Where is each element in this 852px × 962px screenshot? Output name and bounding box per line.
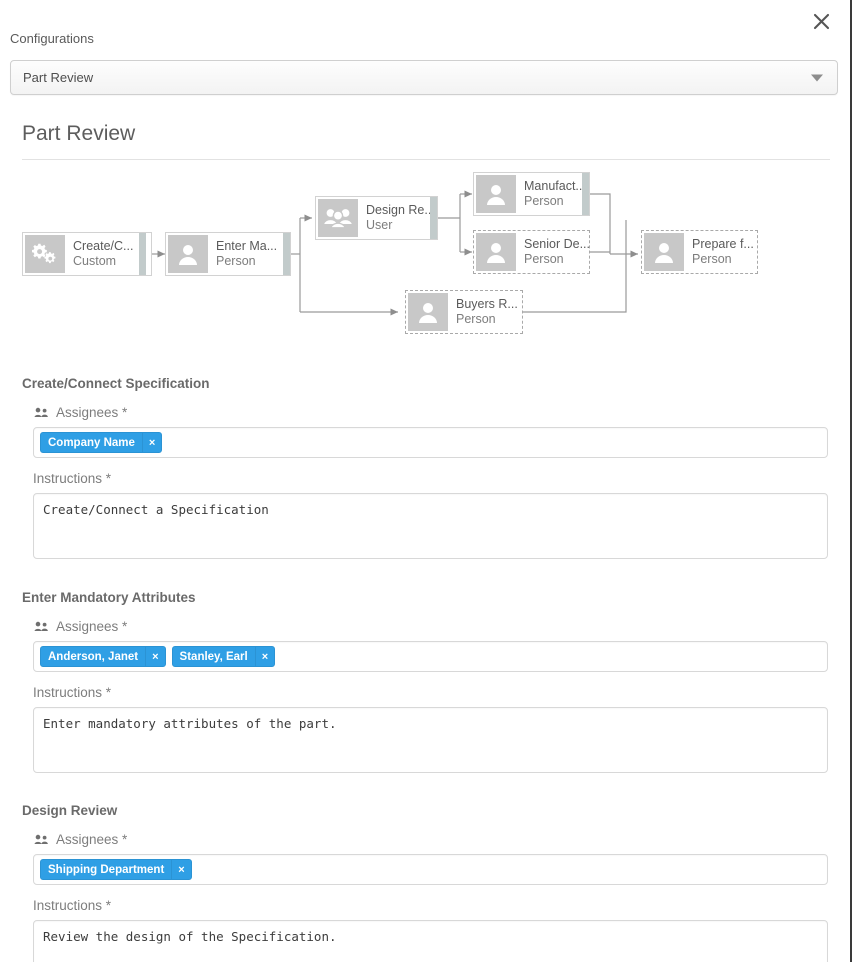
- assignees-label-row: Assignees *: [34, 405, 850, 420]
- assignees-label: Assignees *: [56, 405, 128, 420]
- instructions-textarea[interactable]: Create/Connect a Specification: [33, 493, 828, 559]
- configuration-select[interactable]: Part Review: [10, 60, 838, 95]
- assignee-tag-label: Anderson, Janet: [48, 650, 139, 663]
- person-icon: [168, 235, 208, 273]
- assignee-tag[interactable]: Stanley, Earl ×: [171, 646, 276, 667]
- close-icon[interactable]: [808, 8, 834, 34]
- assignees-label-row: Assignees *: [34, 832, 850, 847]
- workflow-node-prepare-for[interactable]: Prepare f... Person: [641, 230, 758, 274]
- section-design-review: Design Review Assignees * Shipping Depar…: [0, 803, 850, 962]
- gears-icon: [25, 235, 65, 273]
- section-enter-mandatory-attributes: Enter Mandatory Attributes Assignees * A…: [0, 590, 850, 773]
- people-icon: [34, 621, 49, 633]
- configuration-selected-value: Part Review: [23, 70, 94, 85]
- configurations-label: Configurations: [10, 31, 94, 46]
- assignee-tag-label: Company Name: [48, 436, 135, 449]
- section-title: Enter Mandatory Attributes: [22, 590, 196, 605]
- node-type: Custom: [73, 254, 117, 268]
- chevron-down-icon: [811, 74, 823, 81]
- node-accent-bar: [283, 233, 290, 275]
- assignee-tag[interactable]: Company Name ×: [40, 432, 163, 453]
- section-title: Create/Connect Specification: [22, 376, 210, 391]
- instructions-textarea[interactable]: Enter mandatory attributes of the part.: [33, 707, 828, 773]
- node-name: Create/C...: [73, 239, 134, 253]
- assignees-label: Assignees *: [56, 832, 128, 847]
- page-title: Part Review: [22, 122, 136, 145]
- node-type: Person: [524, 194, 564, 208]
- node-type: Person: [692, 252, 732, 266]
- section-title: Design Review: [22, 803, 118, 818]
- person-icon: [408, 293, 448, 331]
- node-name: Senior De...: [524, 237, 589, 251]
- section-create-connect-specification: Create/Connect Specification Assignees *…: [0, 376, 850, 559]
- workflow-node-enter-mandatory[interactable]: Enter Ma... Person: [165, 232, 291, 276]
- assignee-tag-remove-icon[interactable]: ×: [254, 647, 275, 666]
- assignee-tag-remove-icon[interactable]: ×: [145, 647, 165, 666]
- assignees-input[interactable]: Company Name ×: [33, 427, 828, 458]
- node-type: User: [366, 218, 393, 232]
- title-divider: [22, 159, 830, 160]
- workflow-node-create-connect[interactable]: Create/C... Custom: [22, 232, 152, 276]
- assignees-input[interactable]: Anderson, Janet × Stanley, Earl ×: [33, 641, 828, 672]
- assignee-tag-label: Shipping Department: [48, 863, 165, 876]
- node-name: Buyers R...: [456, 297, 518, 311]
- workflow-node-design-review[interactable]: Design Re... User: [315, 196, 438, 240]
- person-icon: [476, 175, 516, 213]
- node-type: Person: [456, 312, 496, 326]
- node-accent-bar: [430, 197, 437, 239]
- instructions-textarea[interactable]: Review the design of the Specification.: [33, 920, 828, 962]
- group-icon: [318, 199, 358, 237]
- people-icon: [34, 834, 49, 846]
- assignees-label-row: Assignees *: [34, 619, 850, 634]
- assignee-tag-remove-icon[interactable]: ×: [171, 860, 191, 879]
- assignees-input[interactable]: Shipping Department ×: [33, 854, 828, 885]
- node-accent-bar: [139, 233, 147, 275]
- workflow-diagram: Create/C... Custom Enter Ma... Person: [0, 160, 850, 360]
- node-type: Person: [524, 252, 564, 266]
- instructions-label: Instructions *: [33, 898, 112, 913]
- instructions-label: Instructions *: [33, 471, 112, 486]
- assignee-tag[interactable]: Shipping Department ×: [40, 859, 192, 880]
- node-type: Person: [216, 254, 256, 268]
- workflow-node-buyers-review[interactable]: Buyers R... Person: [405, 290, 523, 334]
- assignee-tag-label: Stanley, Earl: [179, 650, 248, 663]
- instructions-label: Instructions *: [33, 685, 112, 700]
- workflow-node-senior-designer[interactable]: Senior De... Person: [473, 230, 590, 274]
- node-name: Manufact...: [524, 179, 582, 193]
- people-icon: [34, 407, 49, 419]
- assignee-tag-remove-icon[interactable]: ×: [141, 433, 162, 452]
- person-icon: [644, 233, 684, 271]
- node-name: Enter Ma...: [216, 239, 278, 253]
- node-accent-bar: [582, 173, 589, 215]
- node-name: Prepare f...: [692, 237, 754, 251]
- assignees-label: Assignees *: [56, 619, 128, 634]
- person-icon: [476, 233, 516, 271]
- node-name: Design Re...: [366, 203, 430, 217]
- workflow-node-manufacturing[interactable]: Manufact... Person: [473, 172, 590, 216]
- assignee-tag[interactable]: Anderson, Janet ×: [40, 646, 166, 667]
